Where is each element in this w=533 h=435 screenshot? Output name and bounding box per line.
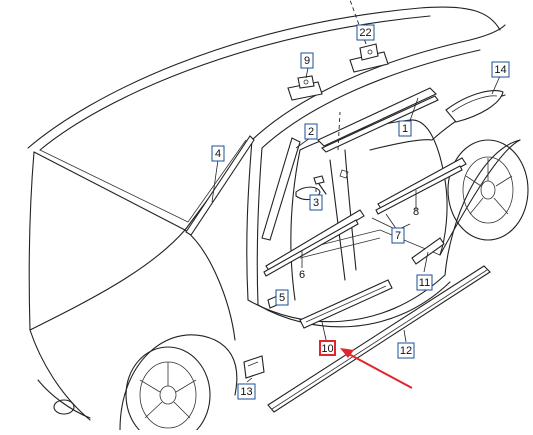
- part-3-shape: [313, 175, 327, 195]
- svg-text:1: 1: [402, 123, 408, 135]
- part-11-shape: [411, 237, 445, 265]
- part-13-shape: [243, 355, 265, 379]
- svg-text:6: 6: [299, 269, 305, 281]
- part-shapes: [185, 43, 504, 413]
- svg-text:8: 8: [413, 206, 419, 218]
- svg-text:12: 12: [400, 345, 412, 357]
- part-label-6: 6: [299, 269, 305, 281]
- part-label-3[interactable]: 3: [309, 194, 323, 211]
- svg-text:3: 3: [313, 197, 319, 209]
- part-9-shape: [287, 75, 323, 101]
- part-label-9[interactable]: 9: [300, 52, 314, 69]
- svg-text:7: 7: [395, 230, 401, 242]
- part-label-10[interactable]: 10: [319, 340, 336, 356]
- svg-text:13: 13: [240, 386, 252, 398]
- part-label-7[interactable]: 7: [391, 227, 405, 244]
- part-labels: 1 2 3 4 5 6 7 8 9: [211, 24, 510, 400]
- part-label-1[interactable]: 1: [398, 120, 412, 137]
- svg-text:22: 22: [359, 27, 371, 39]
- part-label-14[interactable]: 14: [491, 61, 510, 78]
- svg-text:10: 10: [321, 343, 333, 355]
- svg-text:14: 14: [494, 64, 506, 76]
- leader-lines: [211, 0, 501, 383]
- part-22-shape: [349, 43, 389, 73]
- part-4-shape: [185, 135, 255, 236]
- front-wheel: [125, 346, 211, 435]
- rear-wheel: [447, 139, 529, 241]
- part-label-12[interactable]: 12: [397, 342, 415, 359]
- part-label-4[interactable]: 4: [211, 145, 225, 162]
- part-label-5[interactable]: 5: [275, 289, 289, 306]
- highlight-arrow: [340, 348, 413, 389]
- svg-text:5: 5: [279, 292, 285, 304]
- svg-text:11: 11: [419, 277, 430, 289]
- part-label-11[interactable]: 11: [416, 274, 433, 291]
- svg-text:2: 2: [308, 126, 314, 138]
- part-14-shape: [445, 90, 504, 123]
- part-label-22[interactable]: 22: [356, 24, 375, 41]
- car-outline: [27, 6, 529, 435]
- svg-text:4: 4: [215, 148, 221, 160]
- part-1-shape: [317, 87, 437, 147]
- part-label-8: 8: [413, 206, 419, 218]
- part-label-13[interactable]: 13: [237, 383, 256, 400]
- part-2-shape: [261, 137, 301, 241]
- part-label-2[interactable]: 2: [304, 123, 318, 140]
- svg-text:9: 9: [304, 55, 310, 67]
